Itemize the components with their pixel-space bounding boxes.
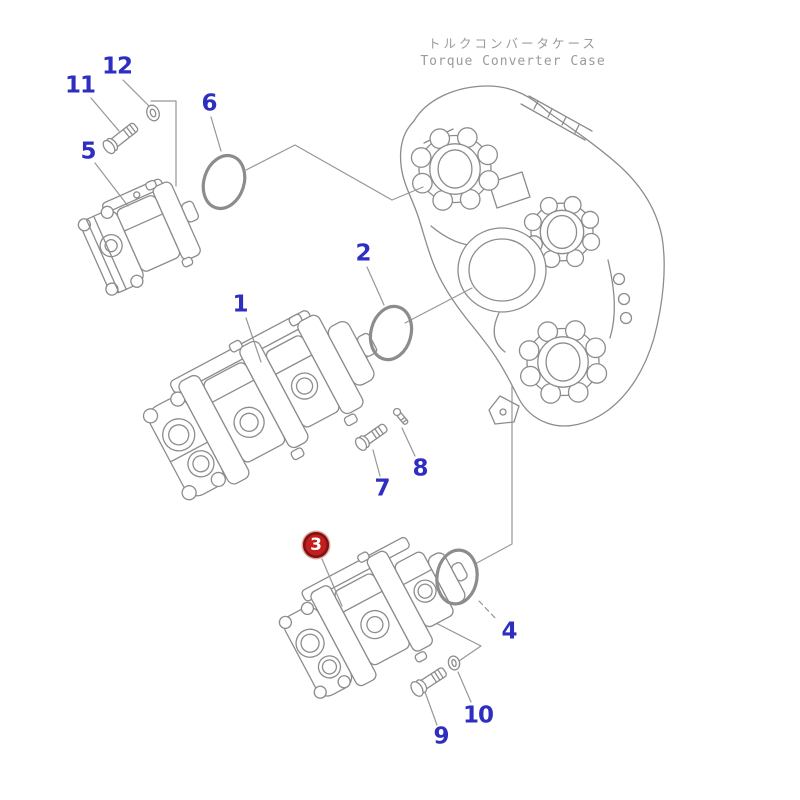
o-ring-6-drawing xyxy=(201,153,247,211)
case-center-bore xyxy=(457,227,547,313)
bolt-11-drawing xyxy=(102,122,139,155)
callout-6[interactable]: 6 xyxy=(201,90,217,117)
case-opening-b xyxy=(523,195,601,269)
torque-converter-case-drawing xyxy=(399,85,665,427)
callout-9[interactable]: 9 xyxy=(433,723,449,750)
pump-3-drawing xyxy=(278,536,468,699)
case-opening-c xyxy=(518,320,608,404)
washer-12-drawing xyxy=(146,104,160,122)
pump-1-drawing xyxy=(142,310,378,501)
callout-1[interactable]: 1 xyxy=(232,291,248,318)
callout-4[interactable]: 4 xyxy=(501,618,517,645)
screw-8-drawing xyxy=(392,407,409,425)
o-ring-2-drawing xyxy=(368,304,414,362)
leader-lines xyxy=(90,79,498,726)
pump-5-drawing xyxy=(77,178,201,296)
callout-2[interactable]: 2 xyxy=(355,240,371,267)
callout-5[interactable]: 5 xyxy=(80,138,96,165)
callout-3-highlighted[interactable]: 3 xyxy=(303,532,329,558)
bolt-9-drawing xyxy=(410,667,447,697)
bolt-7-drawing xyxy=(354,423,388,451)
case-opening-a xyxy=(410,127,500,211)
callout-8[interactable]: 8 xyxy=(412,455,428,482)
callout-10[interactable]: 10 xyxy=(462,702,494,729)
o-ring-4-drawing xyxy=(435,548,479,606)
title-english: Torque Converter Case xyxy=(420,54,606,69)
title-japanese: トルクコンバータケース xyxy=(428,36,598,51)
washer-10-drawing xyxy=(447,655,461,671)
callout-11[interactable]: 11 xyxy=(64,72,96,99)
title-block: トルクコンバータケース Torque Converter Case xyxy=(388,33,638,69)
callout-12[interactable]: 12 xyxy=(101,53,133,80)
callout-7[interactable]: 7 xyxy=(374,475,390,502)
